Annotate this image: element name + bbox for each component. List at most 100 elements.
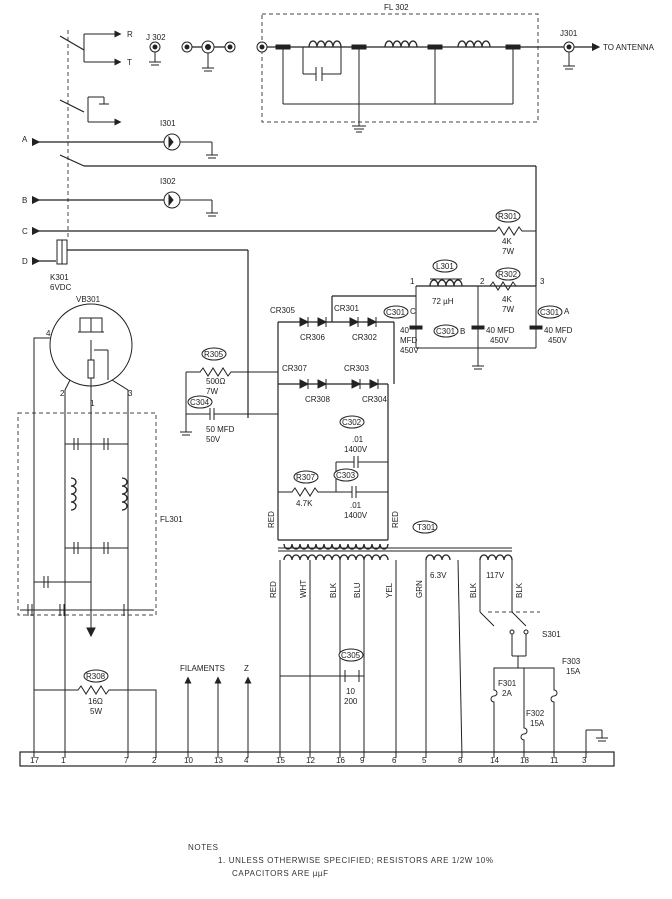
terminal-label: 14 xyxy=(490,756,499,765)
r302-value: 4K xyxy=(502,295,512,304)
contact-r-label: R xyxy=(127,30,133,39)
capacitor-c304: C304 50 MFD 50V xyxy=(186,395,278,444)
r301-value: 4K xyxy=(502,237,512,246)
r308-label: R308 xyxy=(86,672,106,681)
lead-red-top-right: RED xyxy=(391,511,400,528)
jack-j301: J301 TO ANTENNA xyxy=(560,29,655,70)
terminal-label: 7 xyxy=(124,756,129,765)
terminal-label: 3 xyxy=(582,756,587,765)
terminal-label: 18 xyxy=(520,756,529,765)
c305-value: 10 xyxy=(346,687,355,696)
r305-label: R305 xyxy=(204,350,224,359)
switch-s301: S301 xyxy=(479,611,561,657)
r301-label: R301 xyxy=(498,212,518,221)
cr306-label: CR306 xyxy=(300,333,325,342)
lamp-i301: I301 xyxy=(160,119,218,159)
jack-j302: J 302 xyxy=(146,33,236,72)
l301-value: 72 µH xyxy=(432,297,454,306)
c304-label: C304 xyxy=(190,398,210,407)
terminal-label: 10 xyxy=(184,756,193,765)
capacitor-c301: C301 C 40 MFD 450V C301 B 40 MFD 450V C3… xyxy=(383,286,573,370)
lead-red: RED xyxy=(269,581,278,598)
l301-label: L301 xyxy=(436,262,454,271)
cr302-label: CR302 xyxy=(352,333,377,342)
k301-label: K301 xyxy=(50,273,69,282)
r302-watts: 7W xyxy=(502,305,514,314)
c304-voltage: 50V xyxy=(206,435,221,444)
s301-label: S301 xyxy=(542,630,561,639)
r301-watts: 7W xyxy=(502,247,514,256)
c301c-unit: MFD xyxy=(400,336,418,345)
lead-red-top-left: RED xyxy=(267,511,276,528)
contact-t-label: T xyxy=(127,58,132,67)
capacitor-c302: C302 .01 1400V xyxy=(335,415,388,492)
f301-label: F301 xyxy=(498,679,517,688)
c301c-voltage: 450V xyxy=(400,346,419,355)
c301b-label: C301 xyxy=(436,327,456,336)
lamp-i302: I302 xyxy=(160,177,218,217)
line-c-label: C xyxy=(22,227,28,236)
node-2-label: 2 xyxy=(480,277,485,286)
line-b-label: B xyxy=(22,196,27,205)
c304-value: 50 MFD xyxy=(206,425,235,434)
fl301-coil-right xyxy=(121,477,128,511)
fl302-label: FL 302 xyxy=(384,3,409,12)
c302-value: .01 xyxy=(352,435,364,444)
filter-fl302: FL 302 xyxy=(256,3,568,133)
lead-wht: WHT xyxy=(299,580,308,598)
i301-label: I301 xyxy=(160,119,176,128)
r308-value: 16Ω xyxy=(88,697,103,706)
f302-label: F302 xyxy=(526,709,545,718)
c301b-value: 40 MFD xyxy=(486,326,515,335)
vb301-pin-2: 2 xyxy=(60,389,65,398)
r302-label: R302 xyxy=(498,270,518,279)
terminal-label: 2 xyxy=(152,756,157,765)
tap-6v3-label: 6.3V xyxy=(430,571,447,580)
r305-watts: 7W xyxy=(206,387,218,396)
filter-fl301: FL301 xyxy=(17,337,183,758)
fl302-coil-3 xyxy=(457,40,491,48)
resistor-r302: R302 4K 7W xyxy=(489,267,521,314)
resistor-r308: R308 16Ω 5W xyxy=(34,669,157,758)
fl301-coil-left xyxy=(70,477,77,511)
cr303-label: CR303 xyxy=(344,364,369,373)
cr304-label: CR304 xyxy=(362,395,387,404)
terminal-label: 6 xyxy=(392,756,397,765)
choke-l301: L301 72 µH 1 2 3 xyxy=(410,259,545,306)
f302-rating: 15A xyxy=(530,719,545,728)
c301b-voltage: 450V xyxy=(490,336,509,345)
lead-blk-3: BLK xyxy=(515,582,524,598)
left-lines: A B C D xyxy=(22,135,537,286)
tube-vb301: VB301 4 2 1 3 xyxy=(46,295,133,408)
f301-rating: 2A xyxy=(502,689,512,698)
c303-value: .01 xyxy=(350,501,362,510)
c301a-voltage: 450V xyxy=(548,336,567,345)
cr307-label: CR307 xyxy=(282,364,307,373)
lead-blu: BLU xyxy=(353,582,362,598)
vb301-pin-1: 1 xyxy=(90,399,95,408)
f303-rating: 15A xyxy=(566,667,581,676)
notes-line-2: CAPACITORS ARE µµF xyxy=(232,869,329,878)
j301-label: J301 xyxy=(560,29,578,38)
vb301-pin-3: 3 xyxy=(128,389,133,398)
vb301-pin-4: 4 xyxy=(46,329,51,338)
c305-label: C305 xyxy=(341,651,361,660)
j302-label: J 302 xyxy=(146,33,166,42)
lead-yel: YEL xyxy=(385,582,394,598)
c301a-value: 40 MFD xyxy=(544,326,573,335)
r307-label: R307 xyxy=(296,473,316,482)
terminal-label: 4 xyxy=(244,756,249,765)
tap-117v-label: 117V xyxy=(486,571,505,580)
filaments-label: FILAMENTS xyxy=(180,664,225,673)
lead-blk-2: BLK xyxy=(469,582,478,598)
c301a-label: C301 xyxy=(540,308,560,317)
fl302-coil-1 xyxy=(308,40,342,48)
r308-watts: 5W xyxy=(90,707,102,716)
to-antenna-label: TO ANTENNA xyxy=(603,43,655,52)
resistor-r307: R307 4.7K xyxy=(278,470,336,508)
notes-heading: NOTES xyxy=(188,843,219,852)
r305-value: 500Ω xyxy=(206,377,225,386)
capacitor-c303: C303 .01 1400V xyxy=(333,468,388,520)
